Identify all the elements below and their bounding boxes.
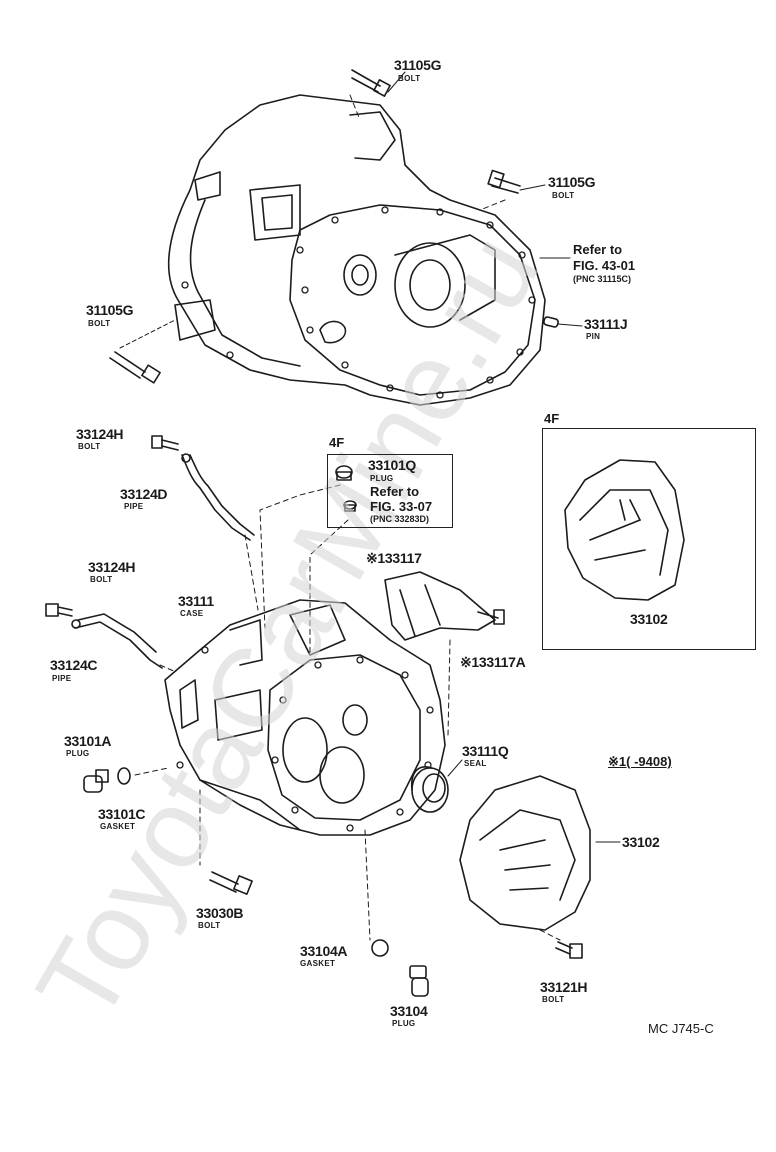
part-desc-33104a: GASKET [300, 959, 336, 968]
part-label-33102: 33102 [622, 834, 660, 850]
part-label-33104a: 33104A [300, 943, 348, 959]
bolt-31105g-left [109, 319, 176, 384]
part-label-33111: 33111 [178, 593, 214, 609]
side-cover-33102 [459, 775, 621, 931]
part-desc-33111q: SEAL [464, 759, 487, 768]
part-label-33124d: 33124D [120, 486, 168, 502]
part-desc-33124h-lower: BOLT [90, 575, 113, 584]
pipe-33124c [71, 613, 163, 669]
transmission-case [164, 599, 446, 836]
part-label-33124h-upper: 33124H [76, 426, 124, 442]
part-label-33101q: 33101Q [368, 457, 417, 473]
part-label-33121h: 33121H [540, 979, 588, 995]
part-label-133117a: ※133117A [460, 654, 526, 670]
part-desc-31105g-top: BOLT [398, 74, 421, 83]
part-desc-33124h-upper: BOLT [78, 442, 101, 451]
part-label-31105g-right: 31105G [548, 174, 596, 190]
part-label-133117: ※133117 [366, 550, 422, 566]
part-label-33124c: 33124C [50, 657, 98, 673]
bolt-31105g-right [487, 169, 546, 194]
bracket-133117 [384, 571, 505, 641]
part-desc-33101q: PLUG [370, 474, 394, 483]
pipe-33124d [181, 453, 255, 541]
part-label-33124h-lower: 33124H [88, 559, 136, 575]
part-label-31105g-left: 31105G [86, 302, 134, 318]
bolt-33030b [209, 871, 253, 895]
part-desc-33124d: PIPE [124, 502, 144, 511]
part-desc-33111j: PIN [586, 332, 601, 341]
variant-note: ※1( -9408) [608, 754, 672, 769]
box-4f-plug [327, 454, 453, 528]
part-label-31105g-top: 31105G [394, 57, 442, 73]
refer-fig-4301-line1: Refer to [573, 242, 623, 257]
part-desc-33101c: GASKET [100, 822, 136, 831]
part-desc-33121h: BOLT [542, 995, 565, 1004]
part-desc-31105g-right: BOLT [552, 191, 575, 200]
transmission-housing [167, 94, 546, 406]
part-label-33102-4f: 33102 [630, 611, 668, 627]
part-label-33111j: 33111J [584, 316, 628, 332]
part-label-33104: 33104 [390, 1003, 428, 1019]
plug-33104 [409, 965, 429, 997]
part-desc-33030b: BOLT [198, 921, 221, 930]
bolt-31105g-top [351, 69, 406, 97]
part-label-33101c: 33101C [98, 806, 146, 822]
box-4f-cover-title: 4F [544, 411, 560, 426]
plug-33101a [83, 769, 109, 793]
refer-fig-3307-line2: FIG. 33-07 [370, 499, 433, 514]
box-4f-cover [542, 428, 756, 650]
side-cover-4f [564, 459, 685, 601]
refer-fig-4301-pnc: (PNC 31115C) [573, 274, 632, 284]
gasket-33104a [371, 939, 389, 957]
bolt-33124h-lower [45, 603, 73, 617]
bolt-33124h-upper [151, 435, 179, 451]
part-desc-33101a: PLUG [66, 749, 90, 758]
seal-33111q [410, 759, 463, 813]
part-desc-33104: PLUG [392, 1019, 416, 1028]
bolt-33121h [555, 941, 583, 959]
refer-fig-4301-line2: FIG. 43-01 [573, 258, 636, 273]
part-label-33030b: 33030B [196, 905, 244, 921]
box-4f-plug-title: 4F [329, 435, 345, 450]
pin-33111j [543, 316, 583, 328]
part-label-33101a: 33101A [64, 733, 112, 749]
part-desc-33111: CASE [180, 609, 204, 618]
refer-fig-3307-line1: Refer to [370, 484, 420, 499]
part-label-33111q: 33111Q [462, 743, 509, 759]
part-desc-33124c: PIPE [52, 674, 72, 683]
plug-33101q [335, 465, 357, 512]
part-desc-31105g-left: BOLT [88, 319, 111, 328]
refer-fig-3307-pnc: (PNC 33283D) [370, 514, 430, 524]
gasket-33101c [117, 767, 131, 785]
figure-code: MC J745-C [648, 1021, 714, 1036]
